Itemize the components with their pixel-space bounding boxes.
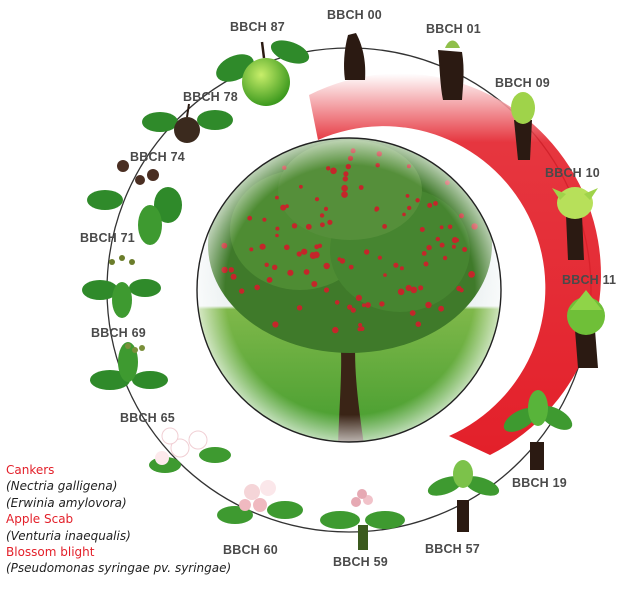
legend-scab-title: Apple Scab [6, 511, 306, 527]
stage-label-bbch-87: BBCH 87 [230, 20, 285, 34]
legend-cankers-pathogen: (Erwinia amylovora) [6, 495, 306, 511]
stage-label-bbch-69: BBCH 69 [91, 326, 146, 340]
center-tree-image [190, 130, 510, 450]
stage-label-bbch-65: BBCH 65 [120, 411, 175, 425]
disease-legend: Cankers (Nectria galligena) (Erwinia amy… [6, 462, 306, 577]
stage-label-bbch-57: BBCH 57 [425, 542, 480, 556]
green-cluster-icon [425, 460, 501, 532]
dormant-bud-icon [344, 33, 365, 80]
stage-label-bbch-11: BBCH 11 [562, 273, 616, 287]
stage-label-bbch-10: BBCH 10 [545, 166, 600, 180]
stage-label-bbch-00: BBCH 00 [327, 8, 382, 22]
stage-label-bbch-19: BBCH 19 [512, 476, 567, 490]
stage-label-bbch-74: BBCH 74 [130, 150, 185, 164]
swelling-bud-icon [438, 41, 464, 101]
legend-blight-title: Blossom blight [6, 544, 306, 560]
stage-label-bbch-78: BBCH 78 [183, 90, 238, 104]
petal-fall-icon [90, 342, 168, 390]
legend-blight-pathogen: (Pseudomonas syringae pv. syringae) [6, 560, 306, 576]
legend-scab-pathogen: (Venturia inaequalis) [6, 528, 306, 544]
stage-label-bbch-09: BBCH 09 [495, 76, 550, 90]
stage-label-bbch-59: BBCH 59 [333, 555, 388, 569]
fruit-set-icon [82, 255, 161, 318]
growing-fruit-icon [142, 104, 233, 143]
legend-cankers-title: Cankers [6, 462, 306, 478]
stage-label-bbch-71: BBCH 71 [80, 231, 135, 245]
pink-bud-icon [320, 489, 405, 550]
stage-label-bbch-01: BBCH 01 [426, 22, 481, 36]
legend-cankers-pathogen: (Nectria galligena) [6, 478, 306, 494]
